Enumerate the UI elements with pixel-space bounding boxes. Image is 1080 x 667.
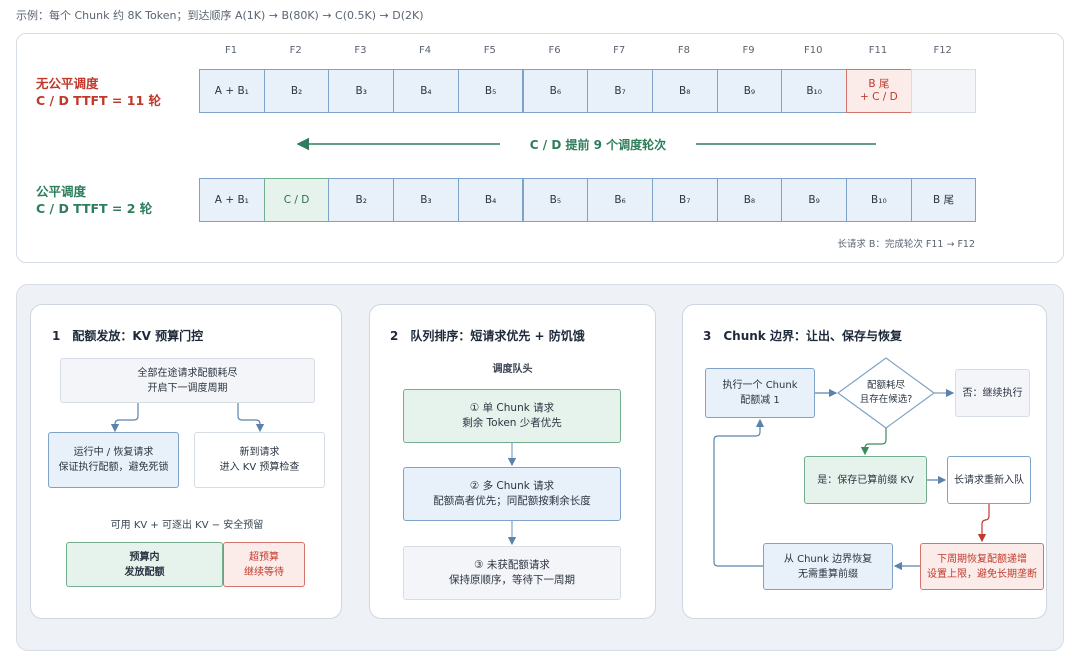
frame-label: F7 xyxy=(613,45,626,56)
figure-caption: 示例：每个 Chunk 约 8K Token；到达顺序 A(1K) → B(80… xyxy=(16,9,424,22)
frame-label: F8 xyxy=(677,45,690,56)
completion-footnote: 长请求 B：完成轮次 F11 → F12 xyxy=(837,239,975,250)
unfair-slot: A + B₁ xyxy=(199,69,265,113)
frame-label: F5 xyxy=(483,45,496,56)
fair-slot: B₃ xyxy=(393,178,459,222)
unfair-slot: B₃ xyxy=(328,69,395,113)
fair-slot: B 尾 xyxy=(910,178,977,222)
unfair-slot: B 尾 + C / D xyxy=(846,69,912,113)
unfair-slot: B₅ xyxy=(457,69,524,113)
requeue-box: 长请求重新入队 xyxy=(947,456,1031,504)
fair-slot: B₇ xyxy=(651,178,718,222)
unfair-slot: B₇ xyxy=(587,69,653,113)
running-request-box: 运行中 / 恢复请求 保证执行配额，避免死锁 xyxy=(48,432,179,488)
frame-label: F12 xyxy=(933,45,952,56)
within-budget-box: 预算内 发放配额 xyxy=(66,542,223,587)
fair-slot: B₅ xyxy=(522,178,589,222)
fair-title: 公平调度 xyxy=(36,184,87,199)
budget-formula: 可用 KV + 可逐出 KV − 安全预留 xyxy=(110,520,264,531)
fair-slot: B₉ xyxy=(781,178,847,222)
unfair-slot: B₁₀ xyxy=(781,69,847,113)
continue-box: 否：继续执行 xyxy=(955,369,1030,417)
frame-label: F3 xyxy=(354,45,367,56)
fair-slot: C / D xyxy=(263,178,330,222)
over-budget-box: 超预算 继续等待 xyxy=(223,542,305,587)
frame-label: F4 xyxy=(419,45,432,56)
frame-label: F1 xyxy=(224,45,238,56)
unfair-slot: B₄ xyxy=(393,69,459,113)
frame-label: F11 xyxy=(868,45,888,56)
queue-card-title: 2 队列排序：短请求优先 + 防饥饿 xyxy=(390,329,585,343)
fair-slot: B₈ xyxy=(716,178,783,222)
unfair-slot: B₂ xyxy=(263,69,330,113)
new-request-box: 新到请求 进入 KV 预算检查 xyxy=(194,432,325,488)
unquoted-request-box: ③ 未获配额请求 保持原顺序，等待下一周期 xyxy=(403,546,621,600)
quota-boost-box: 下周期恢复配额递增 设置上限，避免长期垄断 xyxy=(920,543,1044,590)
fair-slot: B₆ xyxy=(587,178,653,222)
unfair-slot: B₉ xyxy=(716,69,783,113)
unfair-ttft: C / D TTFT = 11 轮 xyxy=(36,93,162,108)
fair-slot: A + B₁ xyxy=(199,178,265,222)
queue-head-label: 调度队头 xyxy=(492,364,533,375)
fair-slot: B₂ xyxy=(328,178,395,222)
fair-ttft: C / D TTFT = 2 轮 xyxy=(36,201,153,216)
multi-chunk-priority-box: ② 多 Chunk 请求 配额高者优先；同配额按剩余长度 xyxy=(403,467,621,521)
resume-boundary-box: 从 Chunk 边界恢复 无需重算前缀 xyxy=(763,543,893,590)
advance-text: C / D 提前 9 个调度轮次 xyxy=(529,138,667,152)
unfair-slot xyxy=(910,69,977,113)
frame-label: F6 xyxy=(548,45,561,56)
save-prefix-kv-box: 是：保存已算前缀 KV xyxy=(804,456,927,504)
decision-diamond: 配额耗尽 且存在候选? xyxy=(859,380,913,405)
frame-label: F2 xyxy=(289,45,302,56)
quota-card-title: 1 配额发放：KV 预算门控 xyxy=(52,329,204,343)
frame-label: F10 xyxy=(804,45,823,56)
fair-slot: B₁₀ xyxy=(846,178,912,222)
chunk-card-title: 3 Chunk 边界：让出、保存与恢复 xyxy=(703,329,902,343)
unfair-slot: B₈ xyxy=(651,69,718,113)
frame-label: F9 xyxy=(742,45,755,56)
fair-row-label: 公平调度 C / D TTFT = 2 轮 xyxy=(36,183,152,217)
unfair-row-label: 无公平调度 C / D TTFT = 11 轮 xyxy=(36,75,161,109)
cycle-start-box: 全部在途请求配额耗尽 开启下一调度周期 xyxy=(60,358,315,403)
single-chunk-priority-box: ① 单 Chunk 请求 剩余 Token 少者优先 xyxy=(403,389,621,443)
execute-chunk-box: 执行一个 Chunk 配额减 1 xyxy=(705,368,815,418)
unfair-title: 无公平调度 xyxy=(36,76,99,91)
